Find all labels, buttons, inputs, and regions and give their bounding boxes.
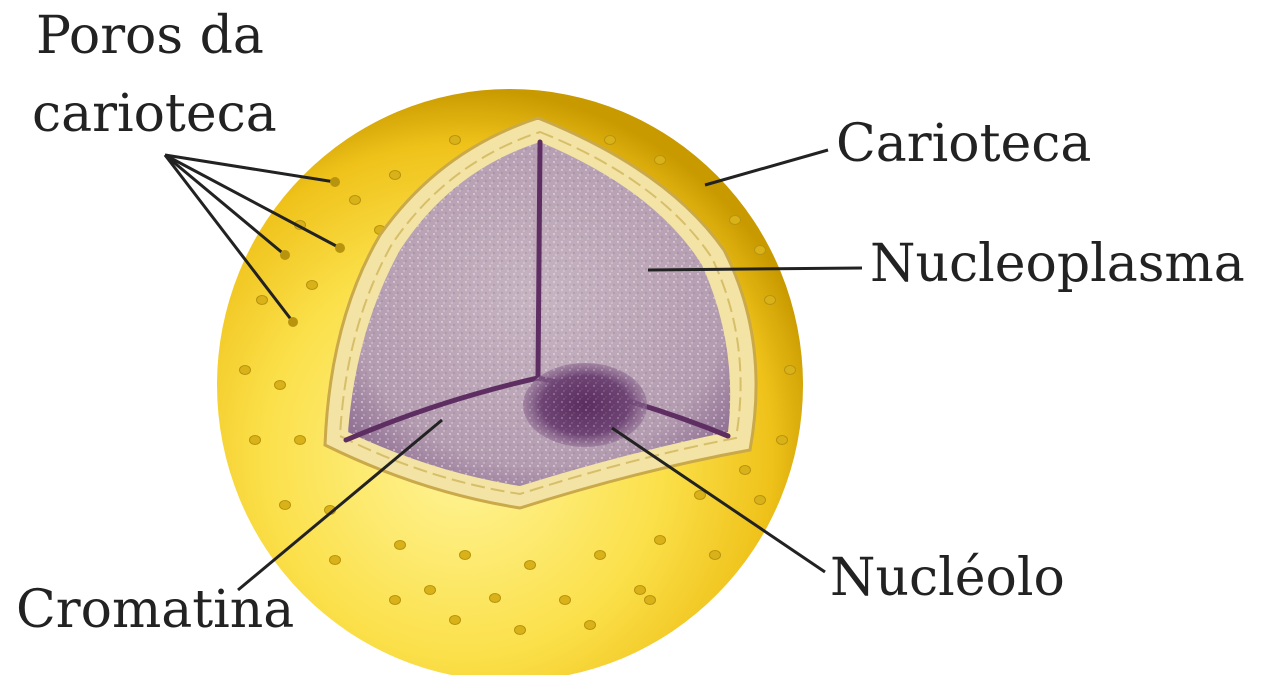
nuclear-pore <box>645 596 656 605</box>
nuclear-pore <box>395 541 406 550</box>
nuclear-pore <box>250 436 261 445</box>
label-nucleolo: Nucléolo <box>830 552 1065 604</box>
nuclear-pore <box>425 586 436 595</box>
nuclear-pore <box>655 156 666 165</box>
nuclear-pore <box>710 551 721 560</box>
nuclear-pore <box>740 466 751 475</box>
nuclear-pore <box>330 556 341 565</box>
label-carioteca: Carioteca <box>836 118 1091 170</box>
label-poros-line2: carioteca <box>32 88 277 140</box>
leader-nucleoplasma <box>648 268 862 270</box>
nuclear-pore <box>390 171 401 180</box>
nuclear-pore <box>390 596 401 605</box>
label-poros-line1: Poros da <box>36 10 264 62</box>
nuclear-pore <box>257 296 268 305</box>
nuclear-pore <box>515 626 526 635</box>
nuclear-pore <box>777 436 788 445</box>
nuclear-pore <box>350 196 361 205</box>
nuclear-pore <box>605 136 616 145</box>
leader-carioteca <box>705 150 828 185</box>
nuclear-pore <box>490 594 501 603</box>
nuclear-pore <box>450 616 461 625</box>
nuclear-pore <box>240 366 251 375</box>
nuclear-pore <box>460 551 471 560</box>
nuclear-pore <box>280 501 291 510</box>
nuclear-pore <box>525 561 536 570</box>
nuclear-pore <box>730 216 741 225</box>
nuclear-pore <box>450 136 461 145</box>
nuclear-pore <box>635 586 646 595</box>
nuclear-pore <box>307 281 318 290</box>
nuclear-pore <box>585 621 596 630</box>
nuclear-pore <box>655 536 666 545</box>
nuclear-pore <box>560 596 571 605</box>
nuclear-pore <box>275 381 286 390</box>
nuclear-pore <box>755 246 766 255</box>
label-cromatina: Cromatina <box>16 584 294 636</box>
nuclear-pore <box>755 496 766 505</box>
label-nucleoplasma: Nucleoplasma <box>870 238 1245 290</box>
nuclear-pore <box>295 436 306 445</box>
nuclear-pore <box>595 551 606 560</box>
nuclear-pore <box>765 296 776 305</box>
nuclear-pore <box>785 366 796 375</box>
